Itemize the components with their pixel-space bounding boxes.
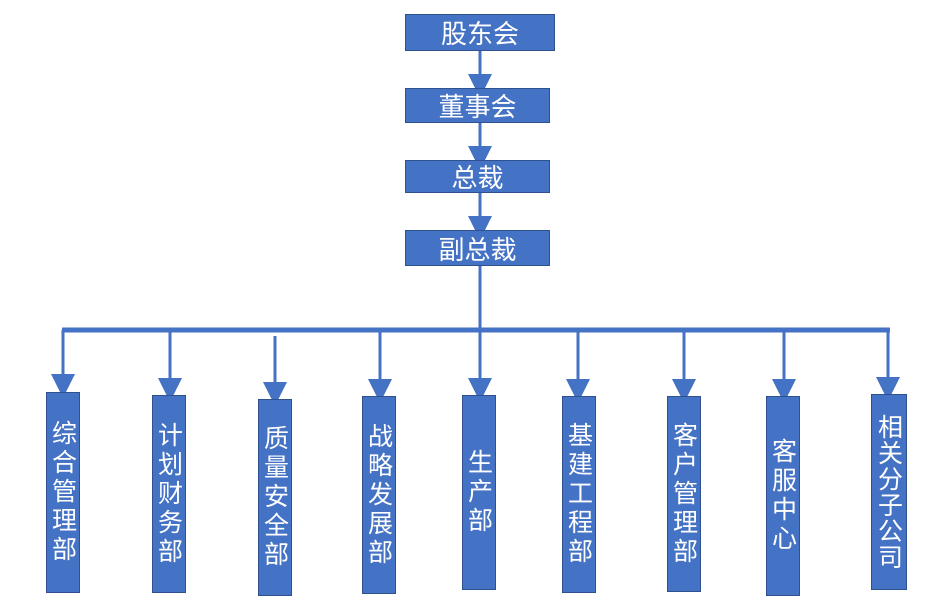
department-box: 客服中心 (766, 396, 800, 596)
department-label: 计划财务部 (154, 421, 184, 567)
department-label: 客服中心 (768, 438, 798, 554)
department-box: 综合管理部 (46, 392, 80, 593)
vice-president-box: 副总裁 (405, 230, 550, 266)
department-box: 战略发展部 (362, 396, 396, 594)
department-label: 客户管理部 (669, 421, 699, 567)
department-box: 基建工程部 (562, 396, 596, 593)
department-label: 基建工程部 (564, 422, 594, 567)
department-label: 生产部 (464, 449, 494, 536)
department-label: 综合管理部 (48, 420, 78, 565)
board-of-directors-label: 董事会 (438, 93, 517, 123)
board-of-directors-box: 董事会 (405, 88, 550, 123)
vice-president-label: 副总裁 (438, 235, 517, 266)
department-box: 质量安全部 (258, 399, 292, 596)
shareholders-meeting-label: 股东会 (440, 20, 519, 50)
department-label: 质量安全部 (260, 425, 290, 570)
department-box: 生产部 (462, 395, 496, 590)
shareholders-meeting-box: 股东会 (405, 14, 555, 51)
department-label: 战略发展部 (364, 422, 394, 568)
department-box: 相关分子公司 (871, 394, 907, 590)
department-label: 相关分子公司 (874, 414, 904, 570)
president-label: 总裁 (451, 164, 504, 194)
department-box: 计划财务部 (152, 395, 186, 593)
department-box: 客户管理部 (667, 396, 701, 592)
president-box: 总裁 (405, 160, 550, 194)
